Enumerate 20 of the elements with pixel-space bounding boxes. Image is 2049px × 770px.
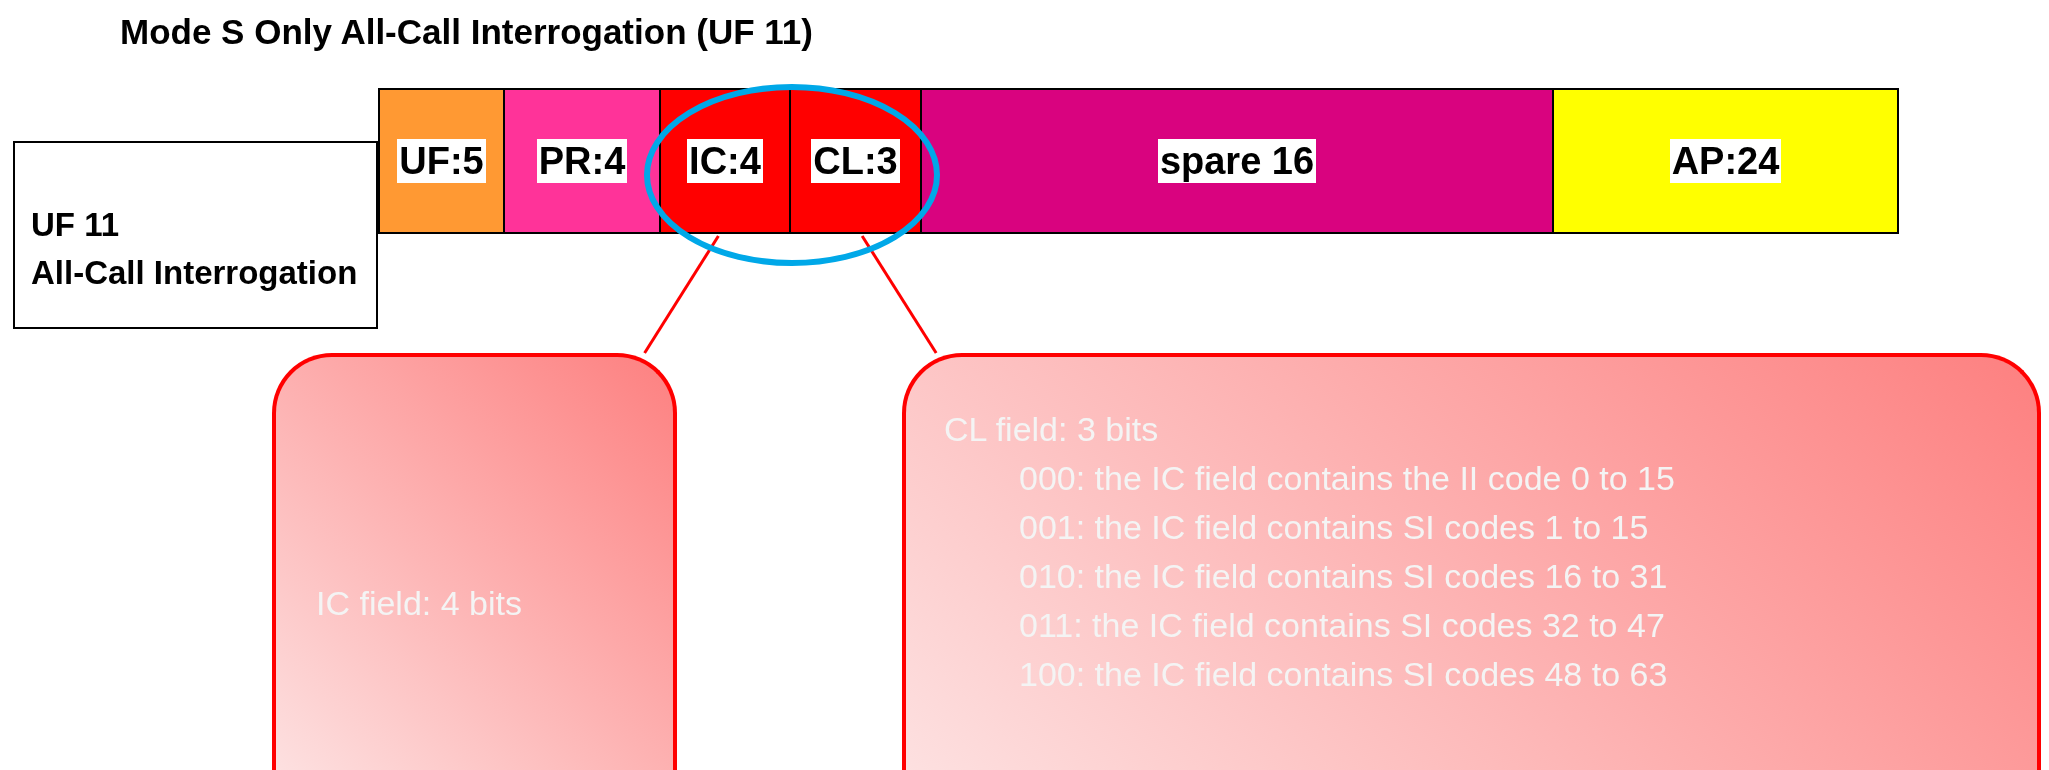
field-label: PR:4 <box>536 139 628 183</box>
field-label: UF:5 <box>397 139 486 183</box>
bit-field <box>659 88 791 234</box>
bit-field <box>1552 88 1899 234</box>
leader-line <box>860 235 938 354</box>
bit-field <box>503 88 661 234</box>
leader-line <box>643 235 720 354</box>
bit-field <box>378 88 505 234</box>
bit-field <box>789 88 922 234</box>
field-label: AP:24 <box>1669 139 1782 183</box>
label-box <box>13 141 378 329</box>
callout-box <box>902 353 2041 770</box>
callout-box <box>272 353 677 770</box>
box-label: UF 11 <box>31 205 121 245</box>
field-label: IC:4 <box>687 139 763 183</box>
field-label: spare 16 <box>1157 139 1317 183</box>
field-label: CL:3 <box>811 139 900 183</box>
bit-field <box>920 88 1554 234</box>
diagram-title: Mode S Only All-Call Interrogation (UF 11) <box>120 12 813 52</box>
box-label: All-Call Interrogation <box>31 253 359 293</box>
